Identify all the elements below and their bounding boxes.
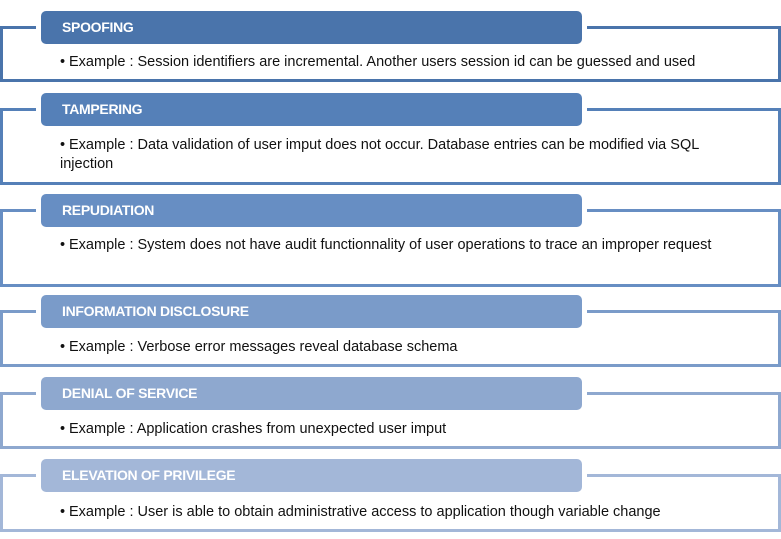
- threat-title: ELEVATION OF PRIVILEGE: [41, 459, 582, 492]
- bullet-icon: •: [60, 421, 66, 437]
- threat-title: SPOOFING: [41, 11, 582, 44]
- bullet-icon: •: [60, 339, 66, 355]
- threat-example-text: Example : Session identifiers are increm…: [69, 54, 696, 70]
- threat-example: •Example : Application crashes from unex…: [60, 420, 721, 439]
- threat-example: •Example : User is able to obtain admini…: [60, 503, 721, 522]
- threat-example: •Example : Verbose error messages reveal…: [60, 338, 721, 357]
- threat-example: •Example : System does not have audit fu…: [60, 236, 721, 255]
- threat-title: REPUDIATION: [41, 194, 582, 227]
- threat-example-text: Example : User is able to obtain adminis…: [69, 504, 661, 520]
- threat-example: •Example : Data validation of user imput…: [60, 136, 721, 174]
- threat-example-text: Example : Verbose error messages reveal …: [69, 339, 458, 355]
- threat-title: INFORMATION DISCLOSURE: [41, 295, 582, 328]
- threat-example-text: Example : Data validation of user imput …: [60, 137, 699, 172]
- bullet-icon: •: [60, 504, 66, 520]
- bullet-icon: •: [60, 237, 66, 253]
- threat-title: TAMPERING: [41, 93, 582, 126]
- threat-example: •Example : Session identifiers are incre…: [60, 53, 721, 72]
- threat-example-text: Example : Application crashes from unexp…: [69, 421, 447, 437]
- bullet-icon: •: [60, 137, 66, 153]
- threat-title: DENIAL OF SERVICE: [41, 377, 582, 410]
- threat-example-text: Example : System does not have audit fun…: [69, 237, 712, 253]
- bullet-icon: •: [60, 54, 66, 70]
